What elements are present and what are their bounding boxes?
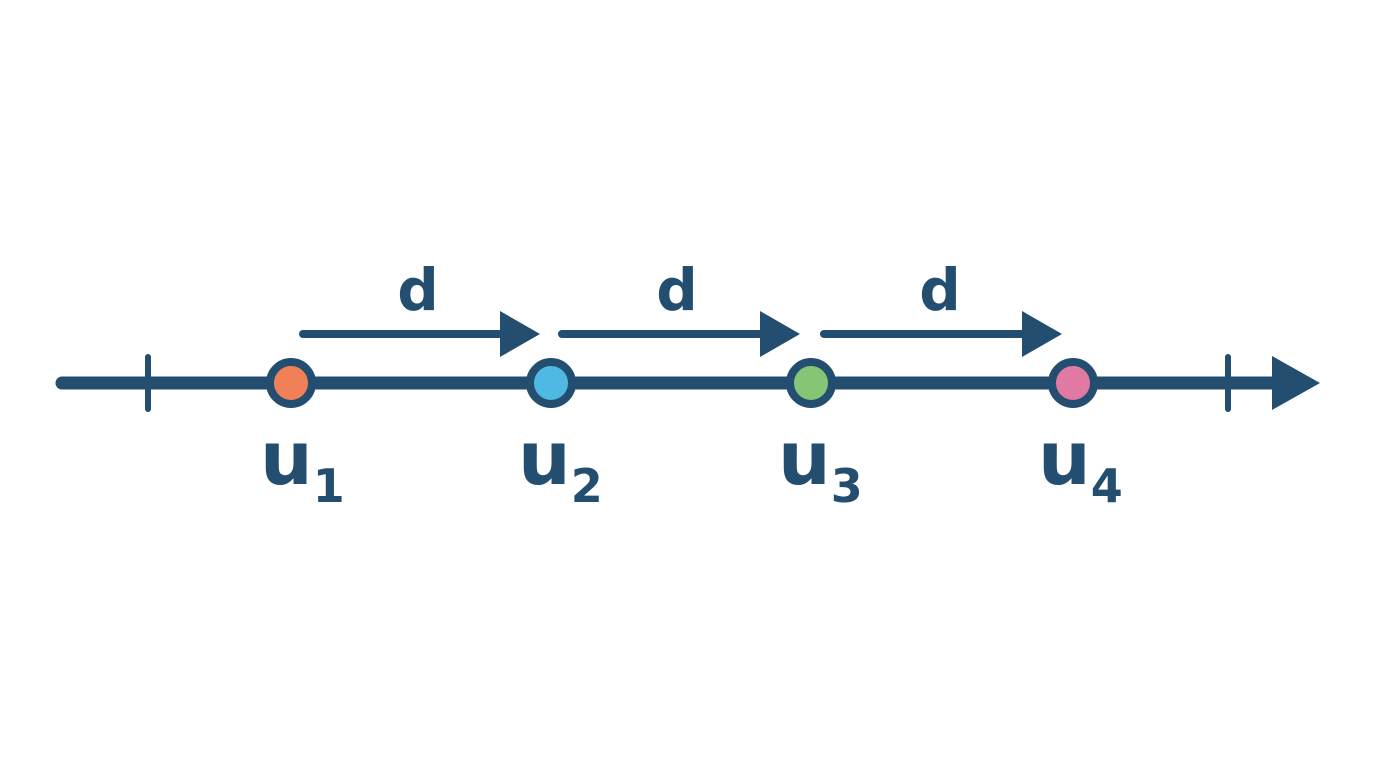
term-point-u1 — [266, 358, 316, 408]
difference-arrow-2 — [558, 311, 800, 357]
term-label-u1-base: u — [260, 416, 313, 502]
term-label-u3: u3 — [778, 416, 863, 513]
term-point-u4 — [1048, 358, 1098, 408]
term-label-u2-base: u — [518, 416, 571, 502]
number-line-arrowhead — [1272, 356, 1320, 410]
term-label-u4: u4 — [1038, 416, 1123, 513]
term-label-u3-base: u — [778, 416, 831, 502]
difference-label-2: d — [656, 256, 698, 324]
term-label-u1: u1 — [260, 416, 345, 513]
difference-arrow-3 — [820, 311, 1062, 357]
term-point-u2 — [526, 358, 576, 408]
term-label-u4-base: u — [1038, 416, 1091, 502]
difference-label-1: d — [397, 256, 439, 324]
difference-arrow-1 — [299, 311, 540, 357]
term-label-u2-index: 2 — [571, 459, 603, 513]
term-label-u1-index: 1 — [313, 459, 345, 513]
term-point-u3 — [786, 358, 836, 408]
term-label-u3-index: 3 — [831, 459, 863, 513]
term-label-u2: u2 — [518, 416, 603, 513]
term-label-u4-index: 4 — [1091, 459, 1123, 513]
difference-label-3: d — [919, 256, 961, 324]
